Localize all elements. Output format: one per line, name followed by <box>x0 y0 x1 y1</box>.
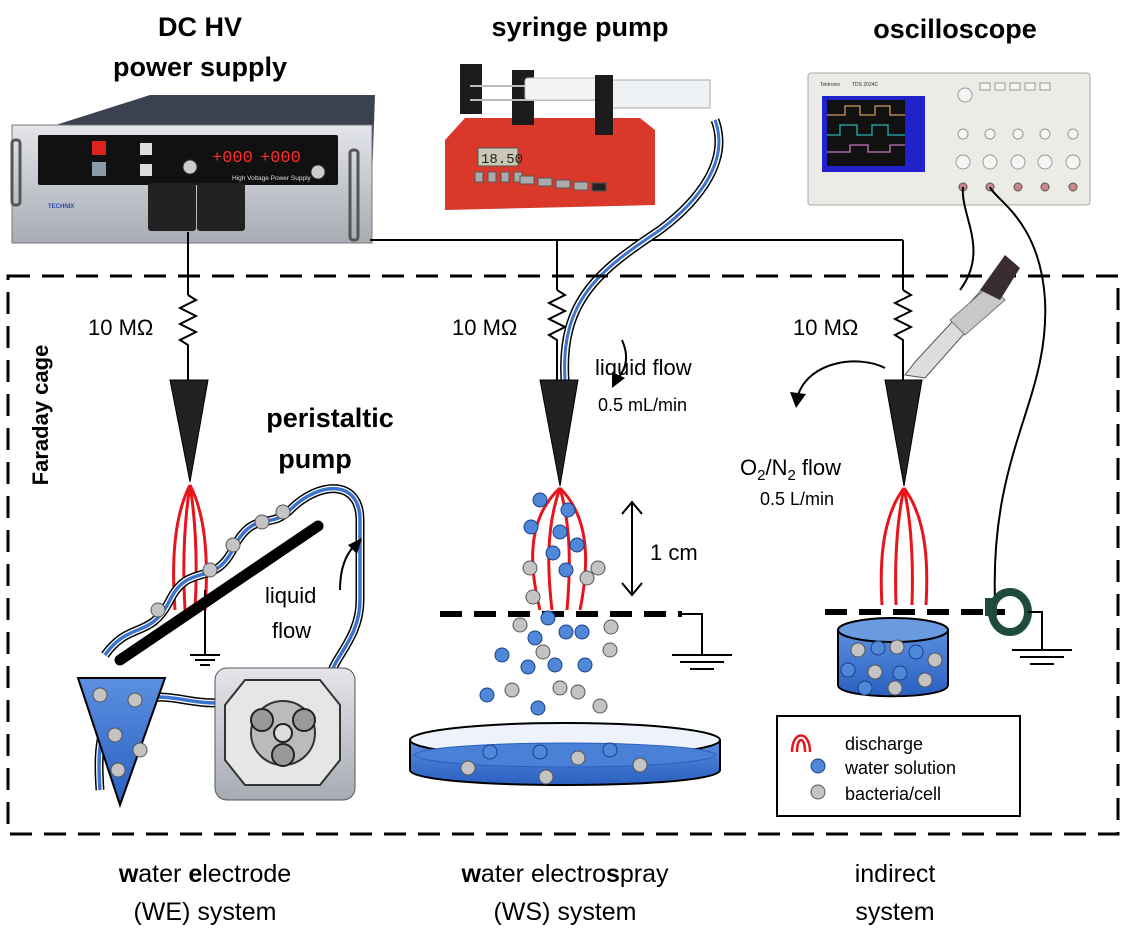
legend-water-icon <box>810 758 826 774</box>
power-supply-title-line2: power supply <box>113 52 287 82</box>
we-system-label-line2: (WE) system <box>133 898 276 926</box>
legend-label-water: water solution <box>844 758 956 778</box>
we-flow-arrow <box>339 544 356 591</box>
faraday-cage <box>6 274 1120 836</box>
electrode-indirect <box>884 379 923 487</box>
water-electrode-bar <box>114 520 324 666</box>
ws-spray-droplets <box>479 492 619 716</box>
kv-display: +000 <box>212 149 253 168</box>
electrode-we <box>169 379 209 483</box>
indirect-dish <box>837 617 949 698</box>
oscilloscope-image: Tektronix TDS 2024C <box>807 72 1091 206</box>
syringe-pump-image: 18.50 <box>445 64 711 210</box>
resistor-label-ws: 10 MΩ <box>452 315 517 340</box>
discharge-indirect <box>879 487 929 606</box>
indirect-system-label-line1: indirect <box>855 860 936 888</box>
peristaltic-pump-label-line2: pump <box>278 444 352 474</box>
electrode-ws <box>539 379 579 487</box>
gas-probe <box>904 255 1020 379</box>
petri-dish <box>409 722 721 786</box>
legend-cell-icon <box>810 784 826 800</box>
ws-flow-rate: 0.5 mL/min <box>598 395 687 415</box>
distance-arrow <box>621 500 643 597</box>
we-liquid-flow-line2: flow <box>272 618 311 643</box>
hv-wiring <box>177 186 1047 601</box>
ws-liquid-flow-label: liquid flow <box>595 355 692 380</box>
ws-system-label-line1: water electrospray <box>460 860 669 888</box>
gas-flow-label: O2/N2 flow <box>740 455 841 484</box>
peristaltic-pump-label-line1: peristaltic <box>266 403 394 433</box>
peristaltic-pump-image <box>214 667 356 801</box>
ground-ws <box>672 613 732 670</box>
we-reservoir <box>76 677 167 809</box>
distance-label: 1 cm <box>650 540 698 565</box>
ma-display: +000 <box>260 149 301 168</box>
power-supply-title-line1: DC HV <box>158 12 242 42</box>
faraday-cage-label: Faraday cage <box>28 345 53 486</box>
legend-label-discharge: discharge <box>845 734 923 754</box>
syringe-tubing <box>560 118 724 381</box>
oscilloscope-title: oscilloscope <box>873 14 1037 44</box>
syringe-display: 18.50 <box>481 152 523 168</box>
we-liquid-flow-line1: liquid <box>265 583 316 608</box>
gas-flow-rate: 0.5 L/min <box>760 489 834 509</box>
we-system-label-line1: water electrode <box>118 860 291 888</box>
oscilloscope-brand: Tektronix <box>820 82 841 88</box>
oscilloscope-model: TDS 2024C <box>852 82 879 88</box>
ws-system-label-line2: (WS) system <box>493 898 636 926</box>
we-tubing <box>94 484 365 791</box>
resistor-label-we: 10 MΩ <box>88 315 153 340</box>
power-supply-image: +000 +000 High Voltage Power Supply TECH… <box>10 95 375 244</box>
legend-label-cell: bacteria/cell <box>845 784 941 804</box>
current-monitor-icon <box>985 588 1032 636</box>
power-supply-caption: High Voltage Power Supply <box>232 175 312 182</box>
indirect-system-label-line2: system <box>855 898 934 926</box>
legend-discharge-icon <box>790 734 812 753</box>
technix-logo: TECHNIX <box>48 204 74 210</box>
legend: discharge water solution bacteria/cell <box>776 715 1021 817</box>
syringe-pump-title: syringe pump <box>491 12 668 42</box>
gas-flow-arrow <box>797 360 886 396</box>
resistor-label-indirect: 10 MΩ <box>793 315 858 340</box>
ground-indirect <box>1012 611 1072 665</box>
